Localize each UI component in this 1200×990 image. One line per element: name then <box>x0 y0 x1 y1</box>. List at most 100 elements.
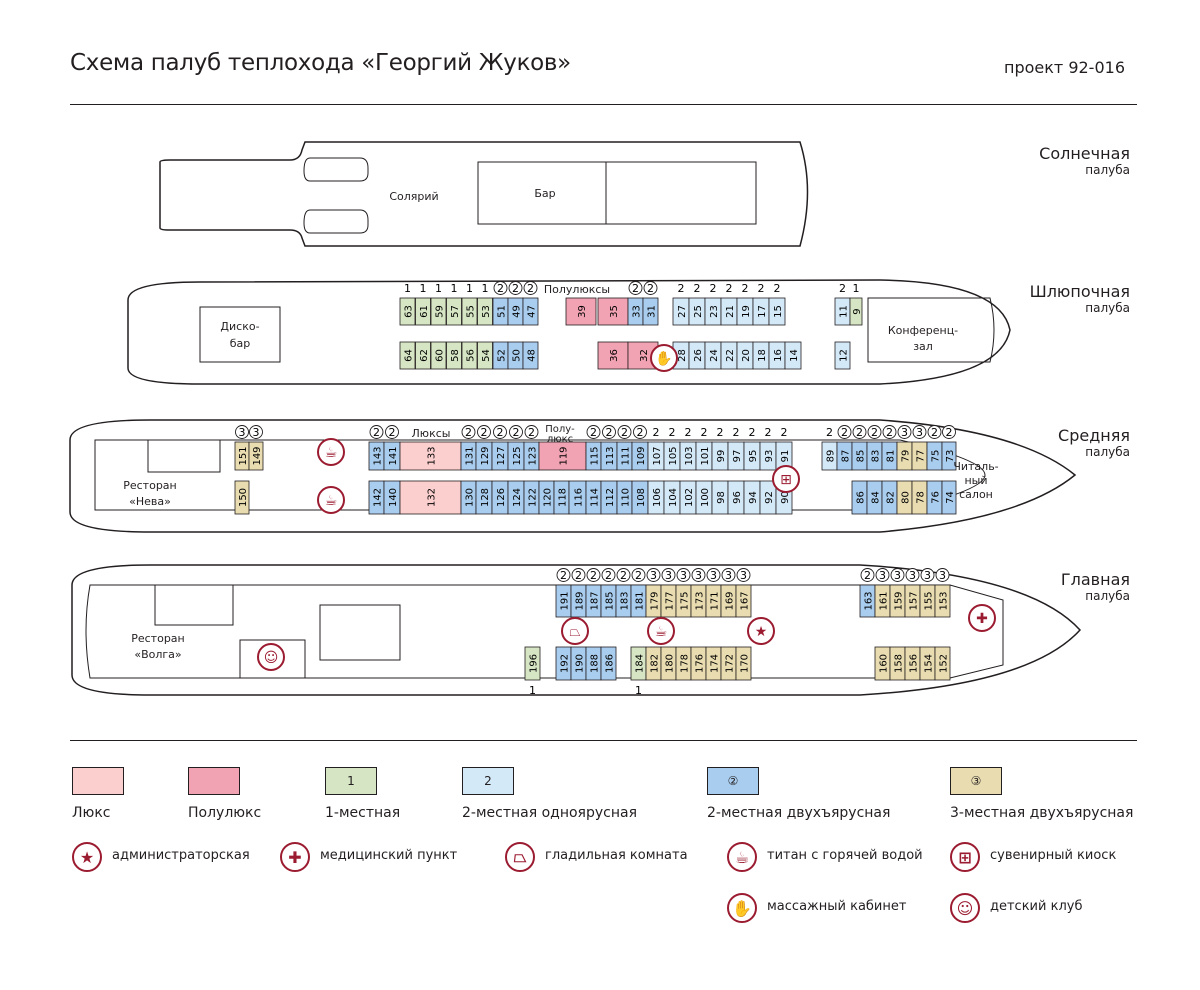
cabin-86[interactable]: 86 <box>851 480 868 515</box>
cabin-82[interactable]: 82 <box>881 480 898 515</box>
cabin-50[interactable]: 50 <box>507 341 524 370</box>
cabin-96[interactable]: 96 <box>727 480 745 515</box>
cabin-box[interactable] <box>399 480 462 515</box>
cabin-20[interactable]: 20 <box>736 341 754 370</box>
cabin-126[interactable]: 126 <box>491 480 509 515</box>
cabin-box[interactable] <box>934 646 951 681</box>
cabin-box[interactable] <box>600 646 617 681</box>
cabin-box[interactable] <box>248 441 264 471</box>
cabin-94[interactable]: 94 <box>743 480 761 515</box>
cabin-130[interactable]: 130 <box>460 480 477 515</box>
cabin-104[interactable]: 104 <box>663 480 681 515</box>
cabin-box[interactable] <box>477 341 493 370</box>
cabin-76[interactable]: 76 <box>926 480 943 515</box>
cabin-59[interactable]: 591 <box>430 282 447 326</box>
cabin-53[interactable]: 531 <box>477 282 493 326</box>
cabin-154[interactable]: 154 <box>919 646 936 681</box>
cabin-25[interactable]: 252 <box>688 282 706 326</box>
cabin-140[interactable]: 140 <box>383 480 401 515</box>
cabin-18[interactable]: 18 <box>752 341 770 370</box>
cabin-57[interactable]: 571 <box>446 282 462 326</box>
cabin-19[interactable]: 192 <box>736 282 754 326</box>
cabin-box[interactable] <box>477 297 493 326</box>
cabin-60[interactable]: 60 <box>430 341 447 370</box>
cabin-36[interactable]: 36 <box>597 341 629 370</box>
cabin-156[interactable]: 156 <box>904 646 921 681</box>
cabin-99[interactable]: 992 <box>711 426 729 471</box>
cabin-box[interactable] <box>735 646 752 681</box>
cabin-100[interactable]: 100 <box>695 480 713 515</box>
cabin-box[interactable] <box>415 341 431 370</box>
cabin-64[interactable]: 64 <box>399 341 416 370</box>
cabin-box[interactable] <box>446 341 462 370</box>
cabin-box[interactable] <box>538 441 587 471</box>
cabin-83[interactable]: 832 <box>866 425 883 471</box>
cabin-124[interactable]: 124 <box>507 480 525 515</box>
cabin-119[interactable]: 119 <box>538 441 587 471</box>
cabin-75[interactable]: 752 <box>926 425 943 471</box>
cabin-172[interactable]: 172 <box>720 646 737 681</box>
cabin-23[interactable]: 232 <box>704 282 722 326</box>
cabin-26[interactable]: 26 <box>688 341 706 370</box>
cabin-190[interactable]: 190 <box>570 646 587 681</box>
cabin-16[interactable]: 16 <box>768 341 786 370</box>
cabin-79[interactable]: 793 <box>896 425 913 471</box>
cabin-85[interactable]: 852 <box>851 425 868 471</box>
cabin-158[interactable]: 158 <box>889 646 906 681</box>
cabin-80[interactable]: 80 <box>896 480 913 515</box>
cabin-106[interactable]: 106 <box>647 480 665 515</box>
cabin-56[interactable]: 56 <box>461 341 478 370</box>
cabin-box[interactable] <box>399 297 416 326</box>
cabin-box[interactable] <box>941 480 957 515</box>
cabin-box[interactable] <box>399 341 416 370</box>
cabin-35[interactable]: 35 <box>597 297 629 326</box>
cabin-17[interactable]: 172 <box>752 282 770 326</box>
cabin-15[interactable]: 152 <box>768 282 786 326</box>
cabin-188[interactable]: 188 <box>585 646 602 681</box>
cabin-box[interactable] <box>934 584 951 618</box>
cabin-39[interactable]: 39 <box>565 297 597 326</box>
cabin-110[interactable]: 110 <box>616 480 633 515</box>
cabin-73[interactable]: 732 <box>941 425 957 471</box>
cabin-box[interactable] <box>522 341 539 370</box>
cabin-98[interactable]: 98 <box>711 480 729 515</box>
cabin-62[interactable]: 62 <box>415 341 431 370</box>
cabin-182[interactable]: 182 <box>645 646 662 681</box>
cabin-24[interactable]: 24 <box>704 341 722 370</box>
cabin-12[interactable]: 12 <box>834 341 851 370</box>
cabin-170[interactable]: 170 <box>735 646 752 681</box>
cabin-74[interactable]: 74 <box>941 480 957 515</box>
cabin-150[interactable]: 150 <box>234 480 250 515</box>
cabin-box[interactable] <box>784 341 802 370</box>
cabin-27[interactable]: 272 <box>672 282 690 326</box>
cabin-48[interactable]: 48 <box>522 341 539 370</box>
cabin-102[interactable]: 102 <box>679 480 697 515</box>
cabin-54[interactable]: 54 <box>477 341 493 370</box>
cabin-box[interactable] <box>234 480 250 515</box>
cabin-box[interactable] <box>597 341 629 370</box>
cabin-174[interactable]: 174 <box>705 646 722 681</box>
cabin-box[interactable] <box>597 297 629 326</box>
